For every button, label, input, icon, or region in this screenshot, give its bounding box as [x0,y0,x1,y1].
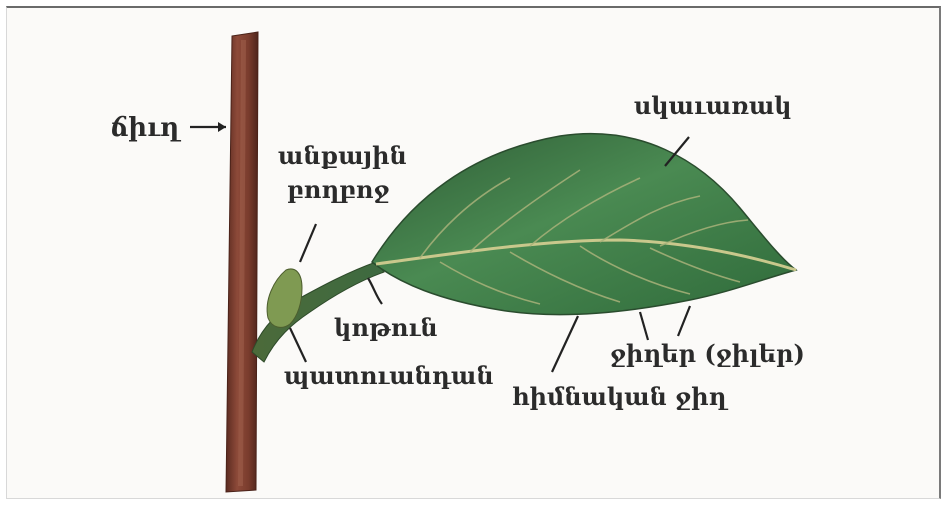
main-vein-pointer [552,316,578,372]
stem-label: ճիւղ [110,113,182,143]
leaf-base-pointer [290,328,306,362]
stem-pointer-arrowhead [218,122,226,132]
axillary-bud-label-line2: բողբոջ [287,175,390,204]
axillary-bud-pointer [300,224,316,262]
main-vein-label: հիմնական ջիղ [512,382,729,411]
petiole-pointer [368,278,382,304]
vein-pointer-2 [678,306,690,336]
petiole-label: կոթուն [334,313,438,342]
axillary-bud-label-line1: անքային [278,141,407,170]
veins-label: ջիղեր (ջիլեր) [610,339,805,368]
leaf-blade-shape [372,134,796,315]
leaf-blade-label: սկաւառակ [634,91,792,120]
vein-pointer-1 [640,312,648,340]
leaf-base-label: պատուանդան [284,361,494,390]
